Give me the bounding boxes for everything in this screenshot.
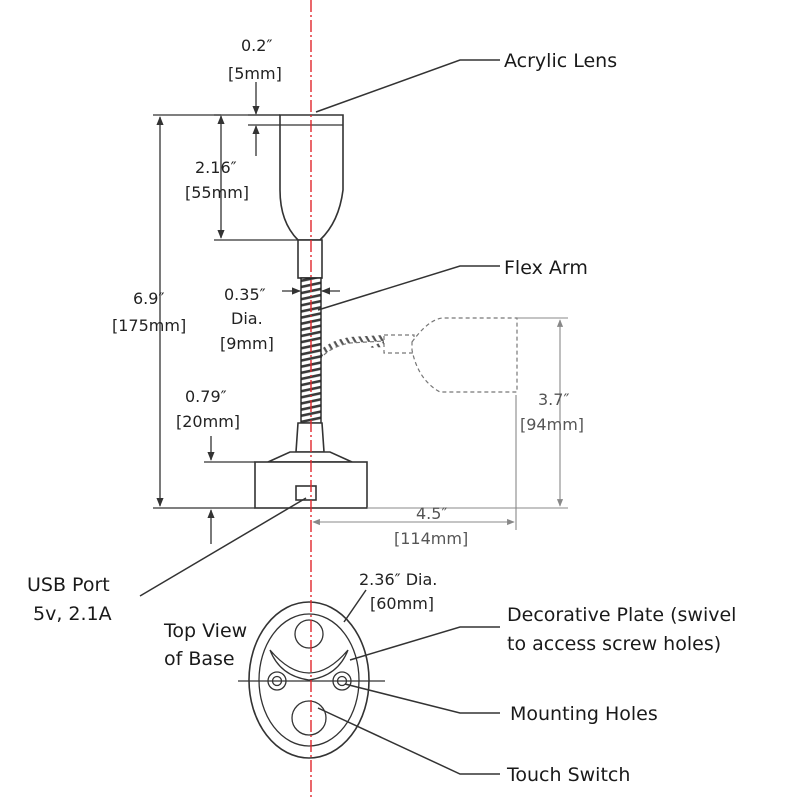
leader-usb-port	[139, 497, 307, 597]
head-height-in: 2.16″	[195, 158, 237, 177]
label-flex-arm: Flex Arm	[504, 257, 588, 279]
leader-acrylic-lens	[315, 59, 500, 113]
lens-thickness-in: 0.2″	[241, 36, 272, 55]
ghost-neck	[383, 334, 415, 354]
base-height-mm: [20mm]	[176, 412, 240, 431]
flex-reach-mm: [114mm]	[394, 529, 468, 548]
flexed-lamp-ghost	[306, 317, 518, 393]
leader-decorative-plate	[349, 626, 500, 661]
head-height-mm: [55mm]	[185, 183, 249, 202]
usb-port	[295, 485, 317, 501]
base-inner-ellipse	[258, 613, 360, 747]
lens-thickness-mm: [5mm]	[228, 64, 282, 83]
total-height-in: 6.9″	[133, 289, 164, 308]
label-touch-switch: Touch Switch	[506, 764, 630, 786]
label-usb-port-line2: 5v, 2.1A	[33, 603, 112, 625]
label-top-view-line2: of Base	[164, 648, 235, 670]
callout-labels: Acrylic Lens Flex Arm USB Port 5v, 2.1A …	[27, 50, 736, 786]
flex-height-mm: [94mm]	[520, 415, 584, 434]
lamp-head	[279, 114, 344, 279]
flex-reach-in: 4.5″	[416, 504, 447, 523]
lamp-base	[254, 422, 368, 509]
base-top-view	[238, 601, 385, 759]
top-circle	[294, 619, 324, 649]
total-height-mm: [175mm]	[112, 316, 186, 335]
label-top-view-line1: Top View	[163, 620, 247, 642]
leader-base-dia	[343, 589, 367, 623]
label-decorative-plate-line1: Decorative Plate (swivel	[507, 604, 736, 626]
leader-mounting-holes	[344, 683, 500, 714]
ghost-head	[411, 317, 518, 393]
label-mounting-holes: Mounting Holes	[510, 703, 658, 725]
base-dia-in: 2.36″ Dia.	[359, 570, 437, 589]
arm-dia-in: 0.35″	[224, 285, 266, 304]
ghost-flex-arm-outline	[311, 340, 385, 373]
label-acrylic-lens: Acrylic Lens	[504, 50, 617, 72]
base-height-in: 0.79″	[185, 387, 227, 406]
leader-lines	[139, 59, 500, 775]
dimension-lines	[153, 82, 568, 544]
leader-flex-arm	[317, 265, 500, 311]
flex-height-in: 3.7″	[538, 390, 569, 409]
arm-dia-label: Dia.	[231, 309, 263, 328]
touch-switch-circle	[291, 700, 327, 736]
base-collar	[295, 422, 325, 453]
dimension-texts: 0.2″ [5mm] 2.16″ [55mm] 6.9″ [175mm] 0.3…	[112, 36, 584, 613]
base-dia-mm: [60mm]	[370, 594, 434, 613]
label-decorative-plate-line2: to access screw holes)	[507, 633, 721, 655]
decorative-plate-crescent	[269, 649, 349, 681]
base-flange	[267, 451, 353, 463]
arm-dia-mm: [9mm]	[220, 334, 274, 353]
leader-touch-switch	[317, 707, 500, 775]
lamp-neck	[297, 239, 323, 279]
label-usb-port-line1: USB Port	[27, 574, 110, 596]
